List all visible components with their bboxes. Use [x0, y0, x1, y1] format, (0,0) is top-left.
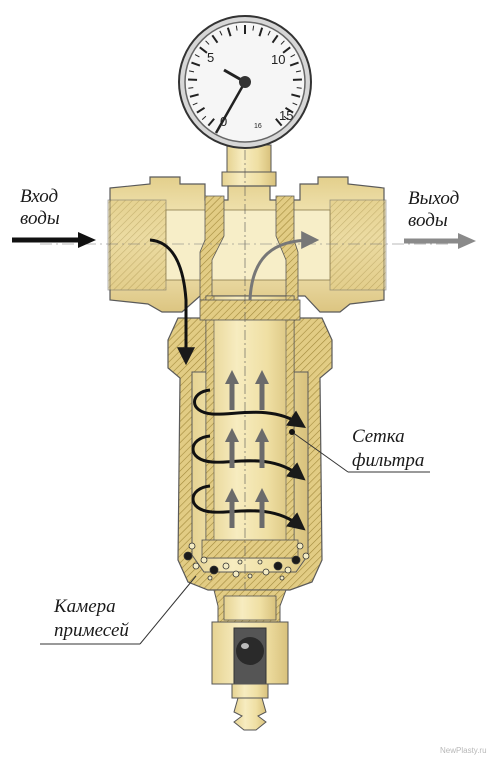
gauge-tick	[189, 93, 199, 98]
impurity-particles	[183, 542, 310, 581]
impurity-particle	[183, 551, 193, 561]
gauge-tick	[284, 106, 294, 114]
gauge-tick	[201, 115, 207, 120]
gauge-tick	[252, 25, 255, 31]
gauge-ticks	[188, 25, 302, 127]
impurity-particle	[284, 566, 292, 574]
impurity-particle	[200, 556, 208, 564]
outlet-arrow	[404, 233, 476, 249]
swirl-arrows	[191, 388, 306, 531]
inlet-label-line2: воды	[20, 208, 60, 229]
gauge-tick	[258, 27, 264, 37]
gauge-tick	[235, 25, 238, 31]
gauge-tick	[219, 30, 223, 36]
impurity-particle	[222, 562, 230, 570]
gauge-tick	[289, 61, 299, 67]
water-path-out	[248, 231, 320, 301]
gauge-tick	[283, 115, 289, 120]
gauge-tick	[226, 27, 232, 37]
gauge-tick	[191, 61, 201, 67]
gauge-tick	[290, 54, 296, 58]
pressure-gauge: 5 10 15 0 16	[178, 15, 312, 187]
up-arrow	[225, 370, 239, 410]
gauge-tick	[196, 106, 206, 114]
inlet-arrow	[12, 232, 96, 248]
impurity-particle	[296, 542, 304, 550]
gauge-tick	[211, 34, 219, 44]
mesh-label-line1: Сетка	[352, 426, 405, 447]
impurity-particle	[188, 542, 196, 550]
impurity-particle	[209, 565, 219, 575]
water-path-down	[149, 238, 195, 366]
impurity-particle	[237, 559, 243, 565]
gauge-tick	[188, 70, 195, 73]
gauge-tick	[188, 87, 194, 89]
watermark: NewPlasty.ru	[440, 746, 487, 755]
gauge-needle	[214, 81, 247, 134]
outlet-label-line2: воды	[408, 210, 448, 231]
gauge-tick	[194, 54, 200, 58]
chamber-label-line2: примесей	[54, 620, 129, 641]
drain-valve-ball	[236, 637, 264, 665]
gauge-tick	[282, 46, 291, 54]
impurity-particle	[273, 561, 283, 571]
gauge-tick	[292, 102, 298, 106]
impurity-particle	[262, 568, 270, 576]
gauge-tick	[207, 118, 215, 127]
impurity-particle	[247, 573, 253, 579]
gauge-tick	[275, 118, 283, 127]
gauge-tick	[192, 102, 198, 106]
gauge-tick	[271, 34, 279, 44]
gauge-tick	[205, 40, 210, 45]
gauge-tick	[295, 70, 302, 73]
up-arrow	[255, 488, 269, 528]
outlet-label-line1: Выход	[408, 188, 459, 209]
gauge-unit-mark: 16	[254, 123, 262, 130]
gauge-scale-15: 15	[279, 108, 293, 123]
impurity-particle	[192, 562, 200, 570]
chamber-leader	[40, 575, 197, 645]
impurity-particle	[257, 559, 263, 565]
upward-flow-arrows	[225, 370, 269, 528]
mesh-leader	[289, 429, 430, 473]
impurity-particle	[291, 555, 301, 565]
filter-head-body	[107, 176, 387, 313]
gauge-scale-5: 5	[207, 50, 214, 65]
up-arrow	[225, 488, 239, 528]
impurity-particle	[279, 575, 285, 581]
up-arrow	[225, 428, 239, 468]
impurity-particle	[302, 552, 310, 560]
chamber-label-line1: Камера	[53, 596, 116, 617]
gauge-scale-10: 10	[271, 52, 285, 67]
inlet-label-line1: Вход	[20, 186, 58, 207]
mesh-label-line2: фильтра	[352, 450, 424, 471]
up-arrow	[255, 428, 269, 468]
gauge-tick	[199, 46, 208, 54]
gauge-tick	[280, 40, 285, 45]
impurity-particle	[232, 570, 240, 578]
up-arrow	[255, 370, 269, 410]
gauge-tick	[267, 30, 271, 36]
gauge-tick	[296, 87, 302, 89]
impurity-particle	[207, 575, 213, 581]
drain-valve	[211, 589, 289, 731]
gauge-tick	[291, 93, 301, 98]
